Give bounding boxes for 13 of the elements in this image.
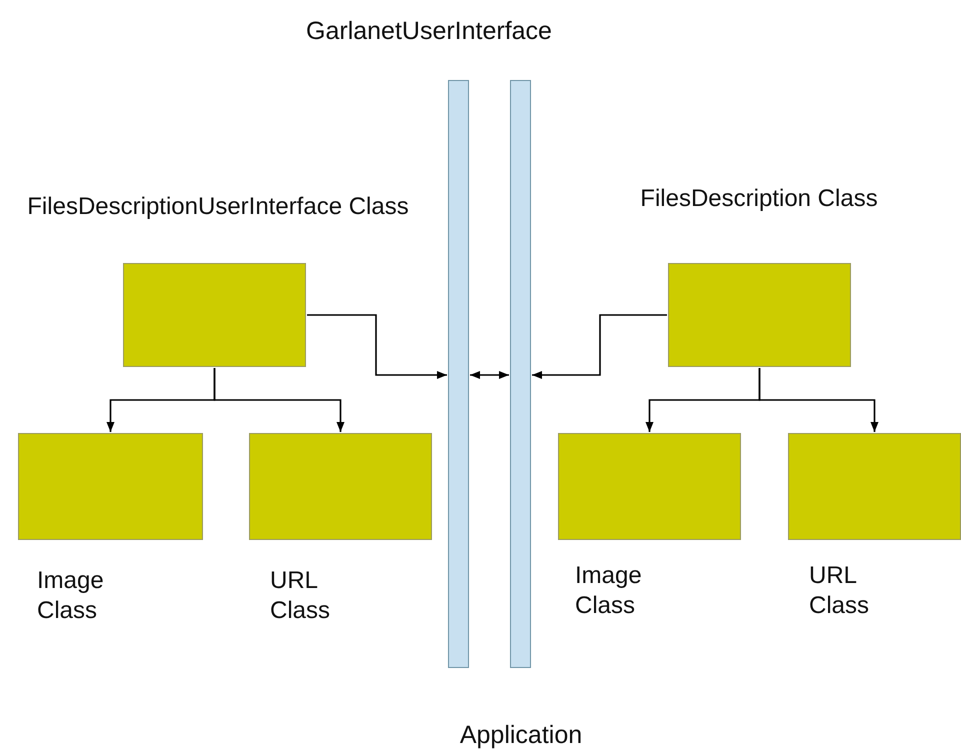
layer-label: GarlanetUserInterface	[305, 16, 553, 47]
class-label: FilesDescription Class	[639, 184, 879, 214]
arrow	[758, 368, 878, 432]
arrow	[470, 371, 509, 379]
layer-label: Application	[458, 720, 584, 751]
class-label: URL Class	[809, 561, 870, 621]
arrow	[307, 314, 447, 379]
class-label: Image Class	[37, 566, 105, 626]
arrow	[532, 314, 667, 379]
class-label: URL Class	[270, 566, 332, 626]
class-label: FilesDescriptionUserInterface Class	[26, 192, 410, 222]
class-label: Image Class	[575, 561, 643, 621]
arrow	[214, 368, 344, 432]
